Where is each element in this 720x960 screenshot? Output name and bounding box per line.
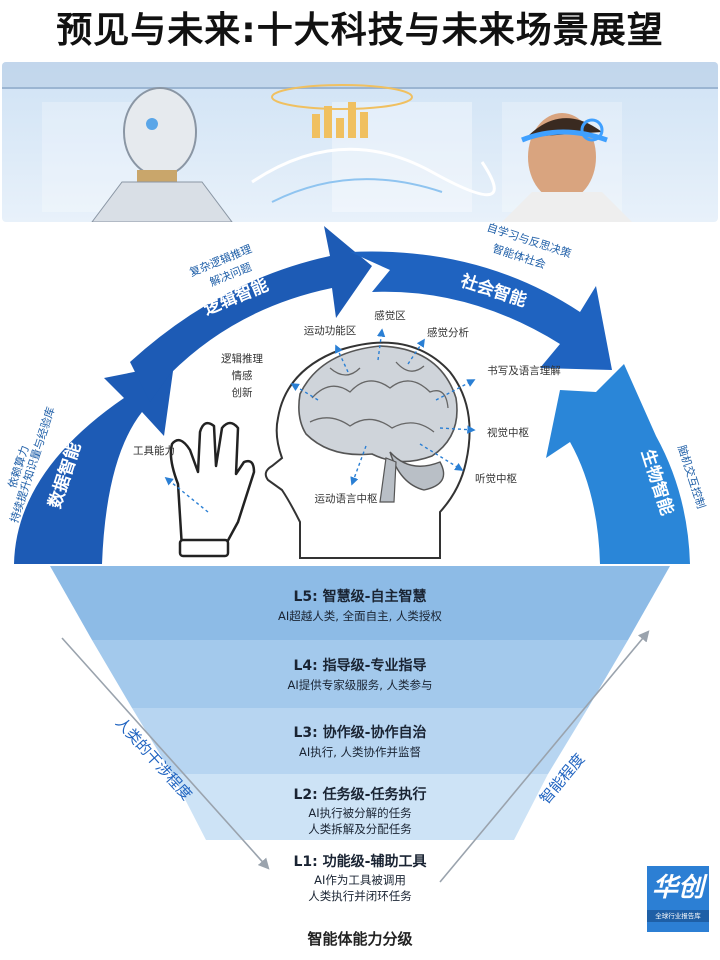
brain-label-writing-language: 书写及语言理解 <box>487 364 561 377</box>
brain-label-motor-area: 运动功能区 <box>304 324 357 337</box>
hand-illustration <box>169 421 256 558</box>
level-band-l2 <box>172 774 548 840</box>
level-l5-title: L5: 智慧级-自主智慧 <box>294 588 427 605</box>
brain-label-creativity: 创新 <box>232 386 253 399</box>
arc-segment-bio-intelligence: 生物智能 脑机交互控制 <box>546 364 709 564</box>
level-band-l3 <box>132 708 588 774</box>
level-l4-title: L4: 指导级-专业指导 <box>294 657 427 674</box>
brain-label-emotion: 情感 <box>232 369 253 382</box>
brain-label-sensory-analysis: 感觉分析 <box>427 326 469 339</box>
brain-label-logic-reasoning: 逻辑推理 <box>221 352 263 365</box>
level-l1-title: L1: 功能级-辅助工具 <box>294 853 427 870</box>
brain-label-sensory-area: 感觉区 <box>374 309 406 322</box>
level-l2-title: L2: 任务级-任务执行 <box>294 786 427 803</box>
logo-text: 华创 <box>651 873 704 903</box>
hologram-chart <box>251 84 496 203</box>
level-l1-desc-1: AI作为工具被调用 <box>314 873 406 887</box>
level-l2-desc-2: 人类拆解及分配任务 <box>308 822 412 836</box>
brain-label-tool-ability: 工具能力 <box>133 444 175 457</box>
level-band-l5 <box>50 566 670 640</box>
brain-label-motor-language: 运动语言中枢 <box>315 492 378 505</box>
hero-banner <box>2 62 718 222</box>
person-figure <box>502 113 632 222</box>
level-l3-title: L3: 协作级-协作自治 <box>294 724 427 741</box>
level-band-l4 <box>92 640 628 708</box>
level-l5-desc: AI超越人类, 全面自主, 人类授权 <box>278 609 442 623</box>
hero-banner-illustration <box>2 62 718 222</box>
brain-label-visual-center: 视觉中枢 <box>487 426 529 439</box>
brand-logo: 华创 全球行业报告库 <box>647 866 709 932</box>
footer-caption: 智能体能力分级 <box>307 930 413 948</box>
brain-arrows <box>164 328 476 513</box>
robot-figure <box>91 87 233 222</box>
capability-level-pyramid <box>50 566 670 912</box>
head-brain-illustration <box>264 341 471 559</box>
ai-capability-diagram: 数据智能 依赖算力 持续提升知识量与经验库 逻辑智能 复杂逻辑推理 解决问题 社… <box>5 222 709 912</box>
right-axis-arrow <box>439 630 650 883</box>
page-title: 预见与未来:十大科技与未来场景展望 <box>56 10 664 51</box>
left-axis-arrow <box>61 637 270 870</box>
level-l3-desc: AI执行, 人类协作并监督 <box>299 745 421 759</box>
level-l2-desc-1: AI执行被分解的任务 <box>308 806 412 820</box>
level-l4-desc: AI提供专家级服务, 人类参与 <box>287 678 432 692</box>
brain-label-auditory-center: 听觉中枢 <box>475 472 517 485</box>
level-band-l1 <box>206 840 514 912</box>
logo-subtext: 全球行业报告库 <box>647 910 709 922</box>
level-l1-desc-2: 人类执行并闭环任务 <box>308 889 412 903</box>
